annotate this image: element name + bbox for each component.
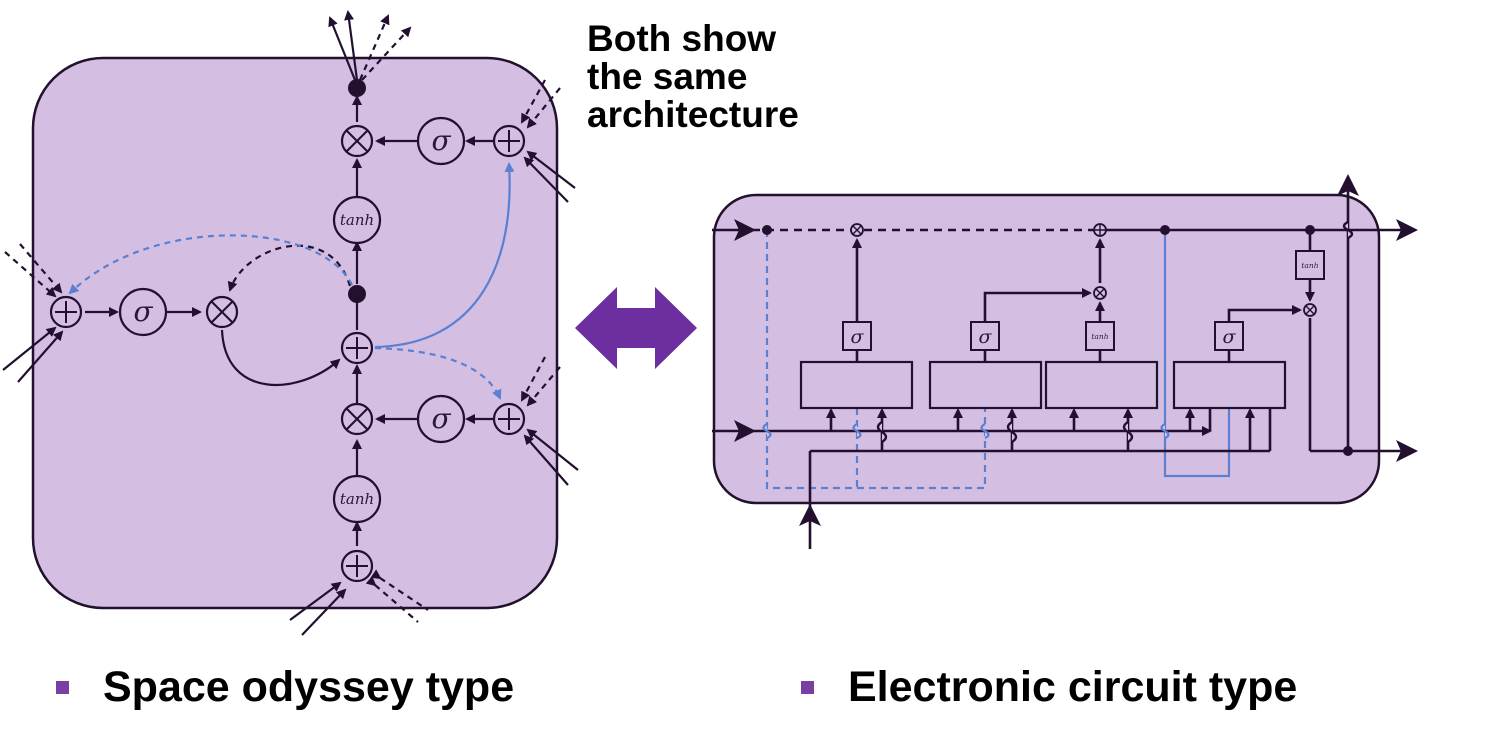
- sigma-box: σ: [1214, 321, 1244, 351]
- double-headed-arrow-icon: [575, 287, 697, 369]
- multiply-node: [340, 124, 374, 158]
- plus-node: [1093, 223, 1107, 237]
- plus-node: [492, 124, 526, 158]
- tanh-label: tanh: [340, 490, 374, 508]
- multiply-node: [205, 295, 239, 329]
- sigma-label: σ: [1223, 326, 1237, 348]
- weight-box: [799, 360, 914, 410]
- plus-node: [492, 402, 526, 436]
- multiply-node: [340, 402, 374, 436]
- plus-node: [340, 549, 374, 583]
- sigma-node: σ: [416, 116, 466, 166]
- electronic-circuit-diagram: σ σ tanh σ tanh: [712, 174, 1418, 549]
- sigma-box: σ: [970, 321, 1000, 351]
- cell-plus-node: [340, 331, 374, 365]
- note-line: architecture: [587, 94, 799, 135]
- weight-box: [1172, 360, 1287, 410]
- weight-box: [1044, 360, 1159, 410]
- multiply-node: [850, 223, 864, 237]
- sigma-box: σ: [842, 321, 872, 351]
- sigma-label: σ: [979, 326, 993, 348]
- sigma-node: σ: [118, 287, 168, 337]
- caption-left-label: Space odyssey type: [103, 662, 515, 711]
- caption-left: Space odyssey type: [56, 662, 514, 712]
- space-odyssey-diagram: tanh σ tanh: [2, 10, 579, 636]
- sigma-label: σ: [133, 295, 153, 328]
- note-line: Both show: [587, 18, 777, 59]
- cell-state-dot: [348, 285, 366, 303]
- caption-right: Electronic circuit type: [801, 662, 1297, 712]
- sigma-label: σ: [431, 402, 451, 435]
- tanh-node: tanh: [332, 195, 382, 245]
- tanh-box: tanh: [1295, 250, 1325, 280]
- plus-node: [49, 295, 83, 329]
- right-panel: [712, 193, 1381, 505]
- tanh-node: tanh: [332, 474, 382, 524]
- weight-box: [928, 360, 1043, 410]
- multiply-node: [1303, 303, 1317, 317]
- tanh-label: tanh: [1301, 261, 1318, 270]
- sigma-node: σ: [416, 394, 466, 444]
- multiply-node: [1093, 286, 1107, 300]
- tanh-label: tanh: [340, 211, 374, 229]
- sigma-label: σ: [431, 124, 451, 157]
- left-panel: [31, 56, 559, 610]
- bullet-square-icon: [56, 680, 69, 694]
- output-dot: [348, 79, 366, 97]
- architecture-note: Both show the same architecture: [587, 20, 799, 134]
- note-line: the same: [587, 56, 748, 97]
- sigma-label: σ: [851, 326, 865, 348]
- tanh-label: tanh: [1091, 332, 1108, 341]
- caption-right-label: Electronic circuit type: [848, 662, 1298, 711]
- bullet-square-icon: [801, 680, 814, 694]
- tanh-box: tanh: [1085, 321, 1115, 351]
